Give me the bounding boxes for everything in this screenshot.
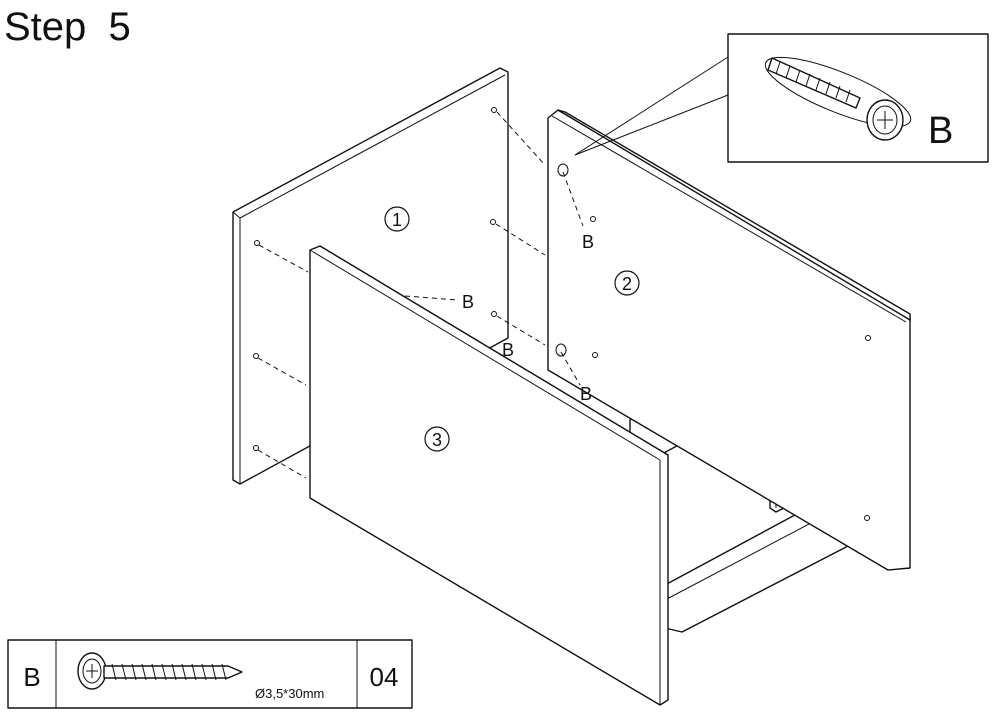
hardware-quantity: 04 <box>370 662 399 692</box>
hardware-letter: B <box>23 662 40 692</box>
callout-label: B <box>928 110 953 152</box>
screw-label-panel-2-top: B <box>582 232 594 252</box>
screw-label-panel-3-edge: B <box>462 292 474 312</box>
panel-2: 2 <box>547 109 911 571</box>
screw-callout: B <box>574 33 989 163</box>
panel-3: 3 <box>309 245 669 706</box>
screw-b-large-icon <box>764 56 912 141</box>
hardware-table: B Ø3,5*30mm 04 <box>7 639 413 709</box>
alignment-lines <box>257 111 584 479</box>
screw-b-small-icon <box>77 652 243 690</box>
panel-1-number: 1 <box>392 210 402 230</box>
screw-label-joint: B <box>502 340 514 360</box>
screw-label-panel-2-bottom: B <box>580 384 592 404</box>
panel-3-number: 3 <box>432 430 442 450</box>
hardware-dimension: Ø3,5*30mm <box>255 686 324 701</box>
panel-2-number: 2 <box>622 274 632 294</box>
step-title: Step 5 <box>4 5 131 49</box>
